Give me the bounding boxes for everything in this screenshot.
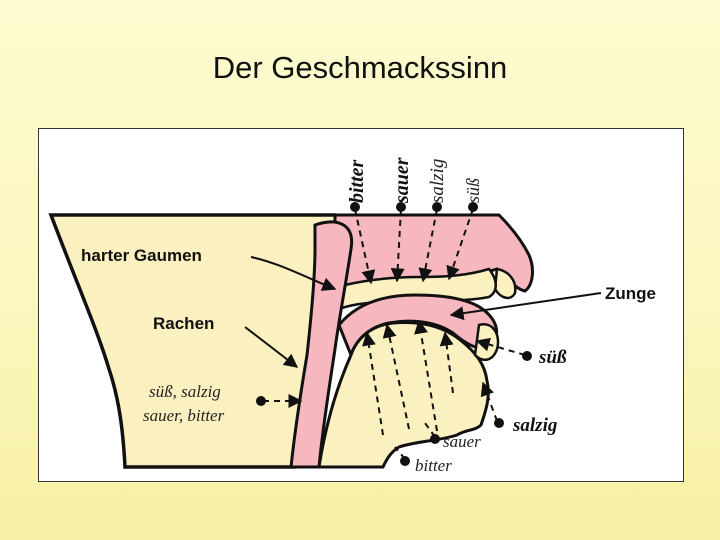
label-pharynx: Rachen (153, 314, 214, 333)
hard-palate-pointer (250, 256, 337, 291)
slide-title: Der Geschmackssinn (212, 50, 508, 85)
taste-label-salzig-right: salzig (512, 415, 557, 436)
taste-label-sauer-top: sauer (391, 157, 413, 204)
taste-diagram: bitter sauer salzig süß süß salzig sauer… (38, 128, 684, 482)
top-taste-arrows (354, 208, 474, 285)
upper-lip (493, 267, 517, 300)
label-hard-palate: harter Gaumen (81, 246, 202, 265)
taste-label-salzig-top: salzig (427, 159, 448, 203)
head-cross-section-svg: bitter sauer salzig süß süß salzig sauer… (48, 157, 656, 475)
pharynx-taste-line1: süß, salzig (149, 382, 221, 401)
taste-label-bitter-top: bitter (346, 159, 368, 203)
pharynx-pointer (244, 326, 299, 368)
right-taste-dots (400, 351, 532, 466)
tongue-taste-arrows (362, 319, 454, 436)
taste-label-sauer-right: sauer (443, 432, 481, 451)
label-tongue: Zunge (605, 284, 656, 303)
tongue-pointer (449, 292, 602, 321)
pharynx-mucosa (289, 220, 354, 469)
taste-label-bitter-right: bitter (415, 456, 452, 475)
top-taste-dots (350, 202, 478, 212)
taste-label-suess-right: süß (538, 347, 567, 368)
taste-label-suess-top: süß (463, 178, 483, 203)
pharynx-taste-line2: sauer, bitter (143, 406, 225, 425)
pharynx-taste-dot (256, 396, 266, 406)
